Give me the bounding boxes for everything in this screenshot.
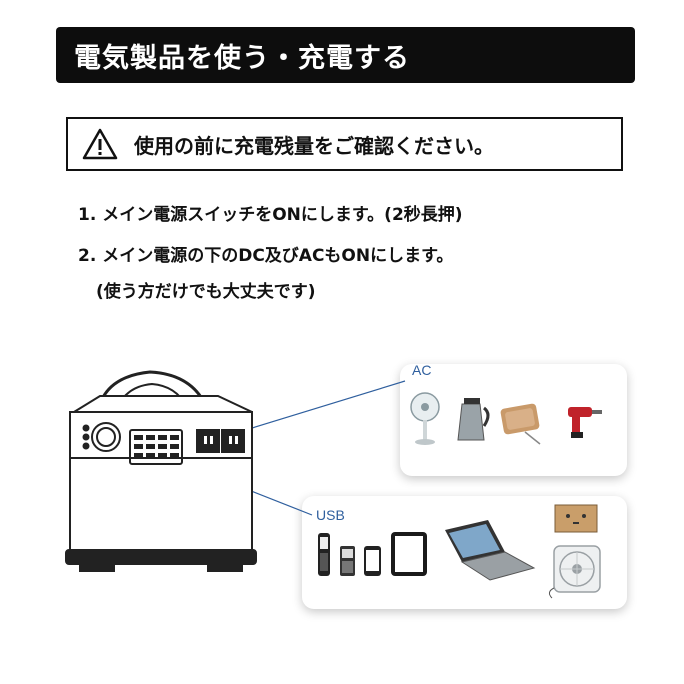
ac-connector-line (225, 380, 406, 437)
power-station-icon (65, 370, 257, 572)
step-note: (使う方だけでも大丈夫です) (96, 282, 316, 302)
usb-label: USB (316, 507, 345, 523)
tablet-icon (391, 532, 427, 576)
box-icon (554, 504, 598, 533)
step-1: 1. メイン電源スイッチをONにします。(2秒長押) (78, 205, 463, 225)
fan-icon (410, 392, 440, 445)
electric-blanket-icon (500, 403, 541, 445)
phone-icon (340, 546, 355, 576)
smartphone-icon (364, 546, 381, 576)
drill-icon (568, 407, 602, 438)
warning-text: 使用の前に充電残量をご確認ください。 (134, 133, 494, 158)
warning-triangle-icon (82, 128, 118, 160)
laptop-icon (445, 520, 536, 581)
phone-icon (318, 533, 330, 576)
ac-outlet-holes (204, 436, 238, 444)
warning-box: 使用の前に充電残量をご確認ください。 (66, 117, 623, 171)
kettle-icon (457, 398, 490, 441)
page-title: 電気製品を使う・充電する (56, 27, 635, 83)
desk-fan-icon (548, 545, 601, 599)
page-title-text: 電気製品を使う・充電する (74, 42, 410, 74)
ac-label: AC (412, 362, 432, 378)
usb-port-grid (134, 435, 179, 458)
step-2: 2. メイン電源の下のDC及びACもONにします。 (78, 246, 454, 266)
